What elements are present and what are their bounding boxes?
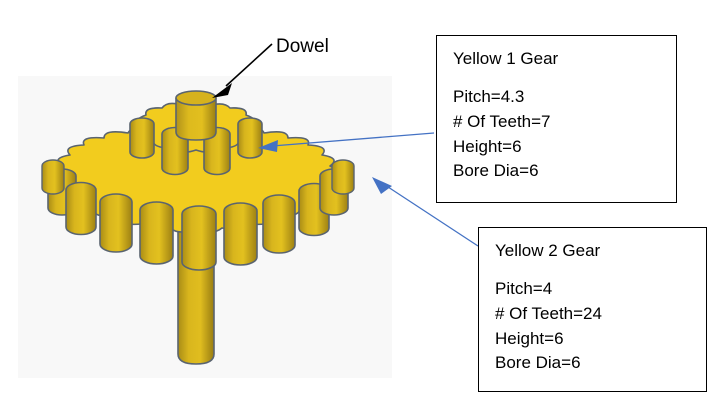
yellow-1-gear-bore-dia: Bore Dia=6 xyxy=(453,161,539,181)
yellow-1-gear-teeth: # Of Teeth=7 xyxy=(453,111,551,131)
yellow-2-gear-height: Height=6 xyxy=(495,328,564,348)
yellow-1-gear-title: Yellow 1 Gear xyxy=(453,49,559,68)
dowel-label: Dowel xyxy=(276,36,329,57)
yellow-1-gear-info-box: Yellow 1 Gear Pitch=4.3 # Of Teeth=7 Hei… xyxy=(436,35,677,203)
yellow-2-gear-bore-dia: Bore Dia=6 xyxy=(495,353,581,373)
dowel-arrow-icon xyxy=(212,43,273,98)
yellow-2-gear-info-box: Yellow 2 Gear Pitch=4 # Of Teeth=24 Heig… xyxy=(478,227,707,392)
yellow-1-gear-pitch: Pitch=4.3 xyxy=(453,87,525,107)
yellow-2-gear-title: Yellow 2 Gear xyxy=(495,241,601,260)
gear-assembly-svg xyxy=(41,90,355,365)
yellow-1-gear-height: Height=6 xyxy=(453,136,522,156)
dowel-pin xyxy=(175,90,217,141)
yellow-2-gear-pitch: Pitch=4 xyxy=(495,279,553,299)
yellow-2-gear-teeth: # Of Teeth=24 xyxy=(495,303,602,323)
gear-assembly-3d-render xyxy=(18,76,392,378)
